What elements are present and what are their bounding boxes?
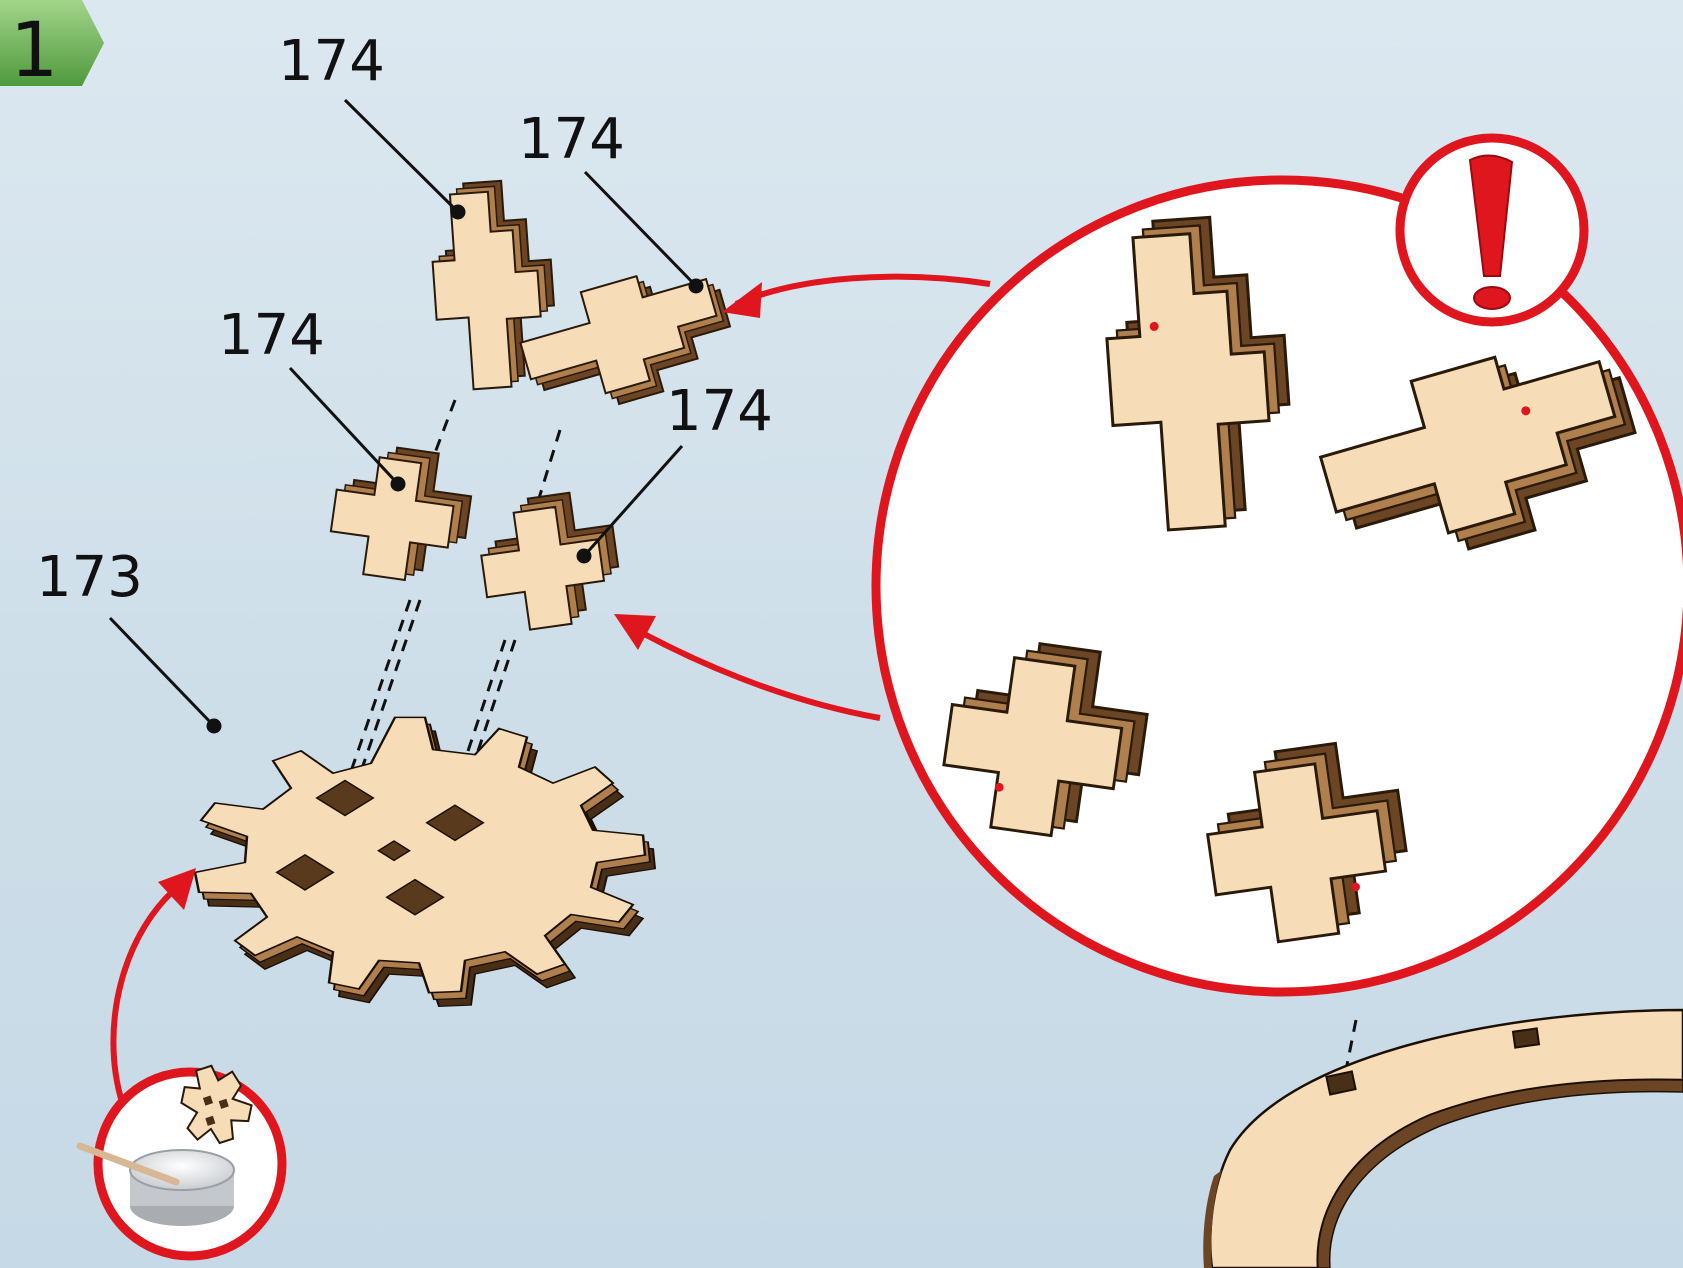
part-label-173: 173 bbox=[36, 545, 143, 610]
glue-pot-icon bbox=[80, 1058, 282, 1256]
part-174-middle-left bbox=[326, 440, 477, 587]
part-label-174-c: 174 bbox=[218, 303, 325, 368]
part-174-middle-right bbox=[474, 487, 625, 634]
gear-173 bbox=[195, 717, 655, 1006]
step-badge: 1 bbox=[0, 0, 104, 94]
part-label-174-d: 174 bbox=[666, 379, 773, 444]
part-label-174-b: 174 bbox=[518, 107, 625, 172]
step-number: 1 bbox=[10, 5, 58, 94]
part-label-174-a: 174 bbox=[278, 29, 385, 94]
exclamation-icon bbox=[1400, 138, 1584, 322]
ring-piece bbox=[1203, 1010, 1683, 1268]
detail-callout bbox=[876, 180, 1683, 992]
